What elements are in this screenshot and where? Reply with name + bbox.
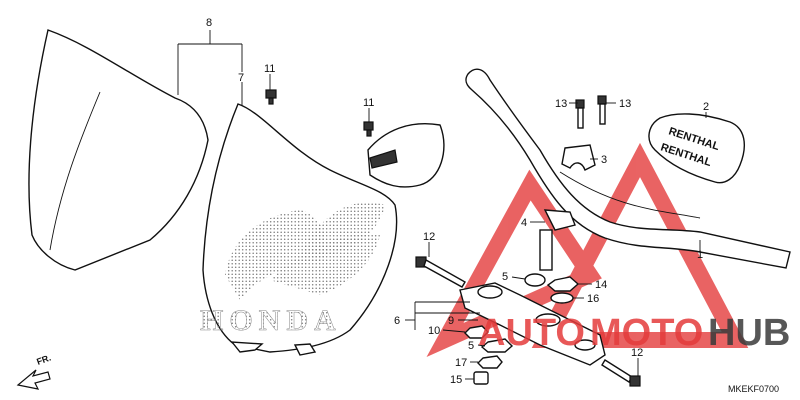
part-8-cover xyxy=(28,29,209,271)
nut-14 xyxy=(546,276,580,292)
bolt-13b xyxy=(597,95,607,125)
callout-6: 6 xyxy=(394,315,400,327)
bolt-11b xyxy=(363,121,374,137)
part-1-handlebar xyxy=(465,68,791,269)
callouts: 8 7 11 11 13 13 2 3 4 1 12 5 14 16 6 9 1… xyxy=(206,17,709,386)
nut-10 xyxy=(464,325,489,339)
plate-logo: HONDA xyxy=(200,304,342,337)
callout-13b: 13 xyxy=(619,98,631,110)
watermark-auto: AUTO xyxy=(478,312,585,354)
callout-12b: 12 xyxy=(631,347,643,359)
watermark: AUTO MOTO HUB xyxy=(478,312,790,354)
bolt-12b xyxy=(601,359,641,387)
callout-3: 3 xyxy=(601,154,607,166)
part-6-upper-bracket xyxy=(459,282,606,366)
washer-16 xyxy=(550,292,574,304)
callout-15: 15 xyxy=(450,374,462,386)
part-3-clamp xyxy=(561,144,596,171)
forward-arrow-icon: FR. xyxy=(16,353,52,390)
callout-2: 2 xyxy=(703,101,709,113)
watermark-moto: MOTO xyxy=(590,312,703,354)
part-2-bar-pad: RENTHAL RENTHAL xyxy=(648,113,746,184)
cap-15 xyxy=(473,371,489,385)
callout-9: 9 xyxy=(448,315,454,327)
callout-7: 7 xyxy=(238,72,244,84)
diagram-code: MKEKF0700 xyxy=(728,384,779,394)
leader-lines xyxy=(177,30,707,380)
callout-4: 4 xyxy=(521,217,527,229)
washer-5b xyxy=(480,338,514,353)
callout-5b: 5 xyxy=(468,340,474,352)
callout-10: 10 xyxy=(428,325,440,337)
callout-17: 17 xyxy=(455,357,467,369)
part-4-holder xyxy=(539,209,576,271)
callout-11a: 11 xyxy=(264,63,275,75)
bolt-12a xyxy=(415,256,466,288)
washer-5a xyxy=(524,273,546,287)
callout-8: 8 xyxy=(206,17,212,29)
watermark-hub: HUB xyxy=(708,312,790,354)
part-7-number-plate: HONDA xyxy=(200,103,445,356)
callout-14: 14 xyxy=(595,279,607,291)
callout-16: 16 xyxy=(587,293,599,305)
bolt-11a xyxy=(265,89,277,105)
callout-11b: 11 xyxy=(363,97,374,109)
bolt-13a xyxy=(575,99,585,129)
nut-17 xyxy=(477,355,503,369)
callout-13a: 13 xyxy=(555,98,567,110)
callout-12a: 12 xyxy=(423,231,435,243)
callout-1: 1 xyxy=(697,249,703,261)
callout-5a: 5 xyxy=(502,271,508,283)
forward-label: FR. xyxy=(35,353,52,367)
